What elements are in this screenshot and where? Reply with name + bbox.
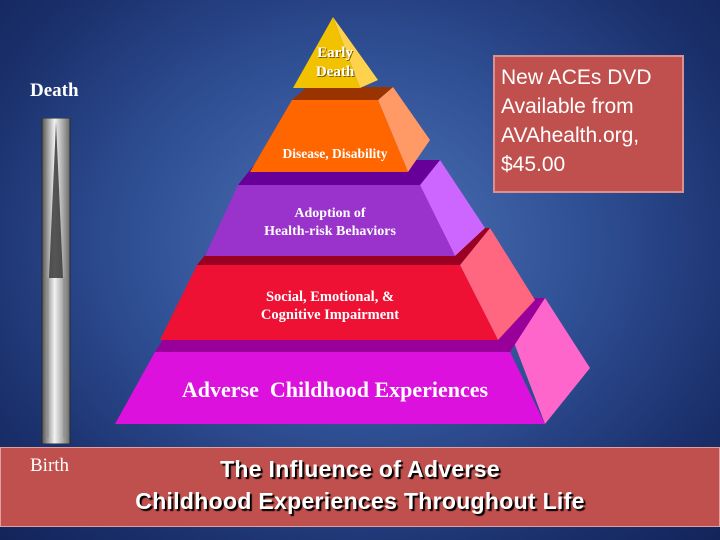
tier-disease-disability-label: Disease, Disability bbox=[282, 146, 388, 161]
promo-line: AVAhealth.org, bbox=[501, 124, 640, 147]
lifespan-arrow bbox=[41, 118, 71, 444]
birth-label: Birth bbox=[30, 455, 70, 476]
tier-ace-label: Adverse Childhood Experiences bbox=[181, 377, 489, 402]
tier-disease-disability bbox=[250, 87, 430, 172]
slide-title-line-2: Childhood Experiences Throughout Life bbox=[135, 488, 585, 514]
promo-price: $45.00 bbox=[501, 153, 566, 176]
promo-line: Available from bbox=[501, 95, 634, 118]
dvd-promo-box: New ACEs DVD Available from AVAhealth.or… bbox=[493, 55, 684, 193]
death-label: Death bbox=[30, 80, 79, 101]
tier-early-death-label: Early Death bbox=[315, 45, 355, 80]
promo-line: New ACEs DVD bbox=[501, 66, 652, 89]
tier-early-death bbox=[293, 17, 378, 88]
tier-adoption-label: Adoption of Health-risk Behaviors bbox=[264, 206, 396, 239]
title-banner bbox=[0, 447, 720, 527]
slide-title-line-1: The Influence of Adverse bbox=[220, 456, 500, 482]
tier-social-label: Social, Emotional, & Cognitive Impairmen… bbox=[260, 289, 400, 324]
